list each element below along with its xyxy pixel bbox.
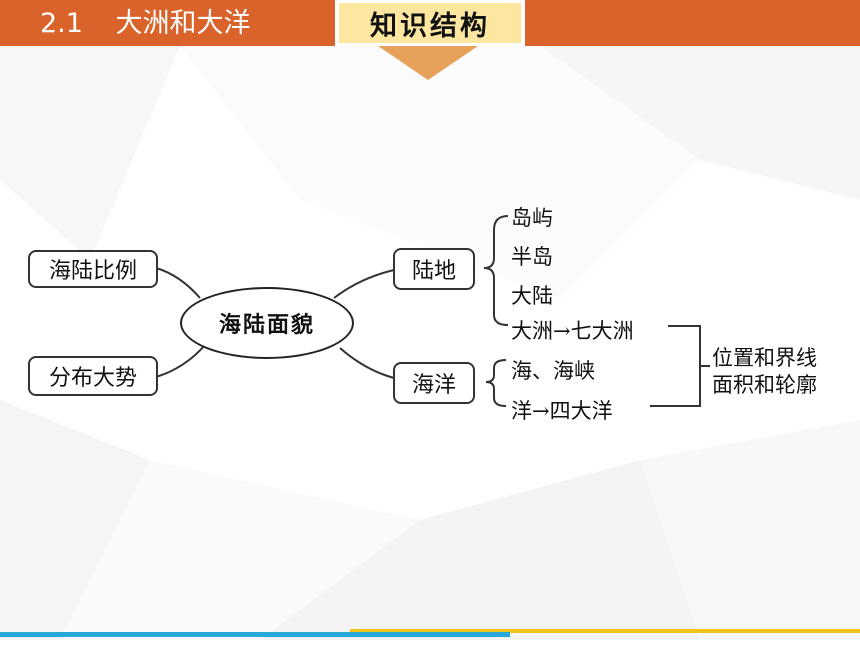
node-distribution: 分布大势 [28, 356, 158, 396]
connector-right-bottom [339, 347, 395, 379]
land-item: 大洲→七大洲 [511, 319, 634, 343]
connector-left-bottom [155, 344, 206, 378]
footer-bar-yellow [350, 629, 860, 633]
node-ocean: 海洋 [393, 362, 475, 404]
shared-bracket [650, 325, 701, 407]
section-title: 大洲和大洋 [115, 8, 251, 39]
node-center: 海陆面貌 [180, 287, 354, 359]
tab-label: 知识结构 [339, 3, 521, 43]
node-land: 陆地 [393, 248, 475, 290]
footer-bar-blue [0, 632, 510, 637]
shared-note: 位置和界线 [712, 346, 817, 370]
section-heading: 2.1 大洲和大洋 [40, 4, 251, 44]
land-item: 岛屿 [511, 206, 553, 230]
node-sea-land-ratio: 海陆比例 [28, 250, 158, 288]
section-number: 2.1 [40, 8, 83, 39]
land-brace [483, 215, 509, 326]
connector-right-top [333, 269, 395, 299]
tab-arrow-icon [378, 46, 478, 80]
land-item: 半岛 [511, 245, 553, 269]
land-item: 大陆 [511, 284, 553, 308]
knowledge-structure-tab[interactable]: 知识结构 [335, 0, 525, 46]
shared-note: 面积和轮廓 [712, 373, 817, 397]
ocean-brace [485, 359, 507, 407]
connector-left-top [155, 267, 201, 299]
ocean-item: 洋→四大洋 [511, 399, 613, 423]
ocean-item: 海、海峡 [511, 359, 595, 383]
